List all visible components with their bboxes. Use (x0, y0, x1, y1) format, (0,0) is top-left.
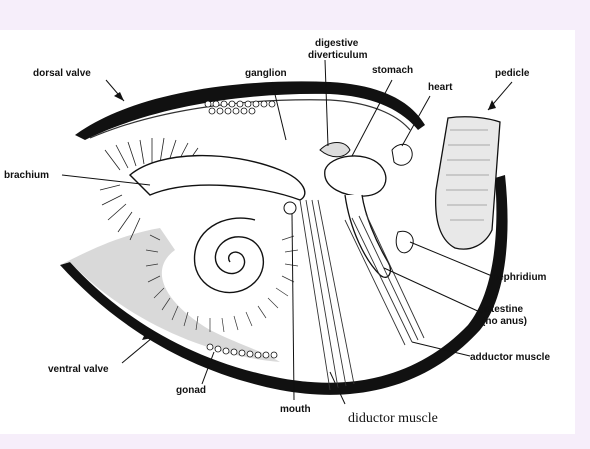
label-pedicle: pedicle (495, 68, 530, 79)
label-ventral-valve: ventral valve (48, 364, 109, 375)
label-nephridium: nephridium (492, 272, 547, 283)
pedicle-stalk (434, 116, 501, 250)
heart-organ (391, 143, 413, 166)
dorsal-inner-lining (89, 99, 411, 139)
label-gonad: gonad (176, 385, 206, 396)
label-ganglion: ganglion (245, 68, 287, 79)
pedicle-texture (446, 129, 490, 221)
brachium-arm (128, 154, 306, 201)
label-stomach: stomach (372, 65, 413, 76)
label-heart: heart (428, 82, 453, 93)
digestive-diverticulum (319, 142, 351, 158)
pedicle-arrowhead (488, 100, 496, 110)
label-dorsal-valve: dorsal valve (33, 68, 91, 79)
dorsal-valve-arrowhead (114, 92, 124, 101)
brachium-fringe-upper (99, 137, 199, 241)
stomach-organ (324, 155, 387, 197)
label-intestine-2: (no anus) (482, 316, 527, 327)
gonad-dorsal (204, 100, 276, 115)
label-intestine-1: intestine (482, 304, 524, 315)
label-brachium: brachium (4, 170, 49, 181)
ventral-valve-arrowhead (142, 332, 152, 340)
ganglion-organ (283, 201, 297, 215)
intestine-organ (344, 194, 392, 278)
lophophore-spiral-fringe (145, 234, 299, 333)
gonad-ventral (206, 343, 278, 359)
lophophore-spiral (193, 217, 264, 294)
label-diductor-muscle: diductor muscle (348, 411, 438, 426)
dorsal-valve-shell (75, 81, 425, 140)
label-digestive-diverticulum-2: diverticulum (308, 50, 368, 61)
ventral-stippled-region (60, 228, 280, 362)
label-adductor-muscle: adductor muscle (470, 352, 550, 363)
label-mouth: mouth (280, 404, 311, 415)
diductor-muscle-fibers (299, 199, 355, 391)
adductor-muscle-fibers (344, 213, 425, 346)
leader-lines (61, 59, 513, 405)
label-digestive-diverticulum-1: digestive (315, 38, 359, 49)
nephridium-organ (395, 230, 414, 254)
